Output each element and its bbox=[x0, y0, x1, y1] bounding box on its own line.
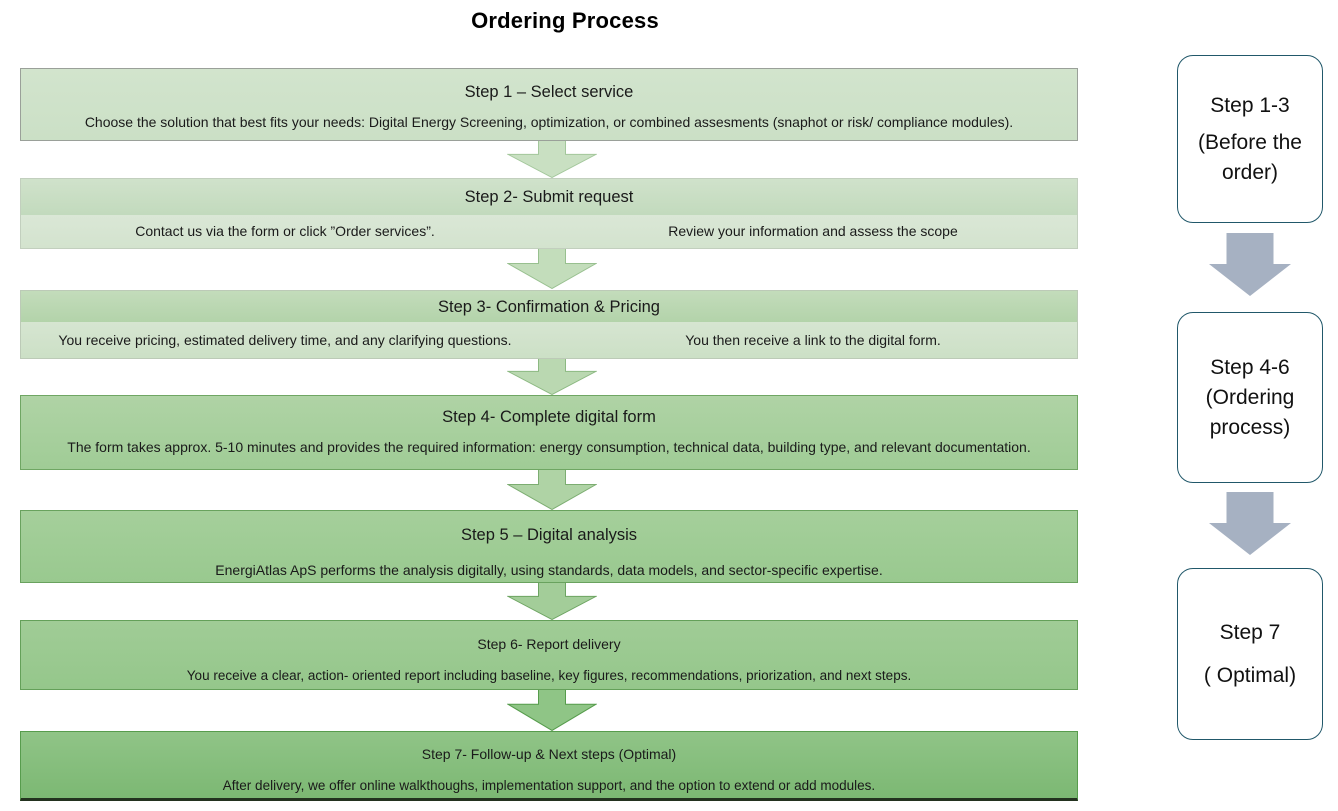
down-arrow-icon bbox=[1209, 492, 1291, 555]
step-3-box: Step 3- Confirmation & Pricing You recei… bbox=[20, 290, 1078, 359]
down-arrow-icon bbox=[507, 248, 597, 289]
step-4-title: Step 4- Complete digital form bbox=[442, 408, 656, 426]
step-5-title: Step 5 – Digital analysis bbox=[460, 526, 638, 544]
step-6-box: Step 6- Report delivery You receive a cl… bbox=[20, 620, 1078, 690]
step-2-title: Step 2- Submit request bbox=[464, 188, 634, 206]
step-7-body: After delivery, we offer online walkthou… bbox=[222, 778, 876, 793]
sidebar-group-step-7: Step 7 ( Optimal) bbox=[1177, 568, 1323, 740]
step-2-box: Step 2- Submit request Contact us via th… bbox=[20, 178, 1078, 249]
step-6-body: You receive a clear, action- oriented re… bbox=[186, 668, 912, 683]
down-arrow-icon bbox=[507, 140, 597, 178]
down-arrow-icon bbox=[507, 357, 597, 395]
group-label: Step 7 bbox=[1219, 620, 1281, 644]
sidebar-group-steps-1-3: Step 1-3 (Before the order) bbox=[1177, 55, 1323, 223]
step-6-title: Step 6- Report delivery bbox=[477, 636, 621, 652]
step-1-body: Choose the solution that best fits your … bbox=[84, 114, 1014, 130]
down-arrow-icon bbox=[507, 582, 597, 620]
step-1-title: Step 1 – Select service bbox=[464, 83, 634, 101]
step-1-box: Step 1 – Select service Choose the solut… bbox=[20, 68, 1078, 141]
group-sublabel: ( Optimal) bbox=[1203, 663, 1297, 687]
sidebar-group-steps-4-6: Step 4-6 (Ordering process) bbox=[1177, 312, 1323, 483]
step-3-left-cell: You receive pricing, estimated delivery … bbox=[58, 331, 512, 348]
step-3-title: Step 3- Confirmation & Pricing bbox=[438, 297, 660, 316]
group-sublabel: (Before the order) bbox=[1198, 130, 1302, 184]
step-4-body: The form takes approx. 5-10 minutes and … bbox=[67, 439, 1031, 455]
step-4-box: Step 4- Complete digital form The form t… bbox=[20, 395, 1078, 470]
page-title: Ordering Process bbox=[471, 8, 659, 33]
down-arrow-icon bbox=[507, 469, 597, 510]
step-3-right-cell: You then receive a link to the digital f… bbox=[685, 331, 941, 348]
group-label: Step 1-3 bbox=[1210, 93, 1290, 117]
down-arrow-icon bbox=[507, 688, 597, 731]
step-2-right-cell: Review your information and assess the s… bbox=[668, 223, 958, 239]
group-sublabel: (Ordering process) bbox=[1205, 385, 1295, 439]
down-arrow-icon bbox=[1209, 233, 1291, 296]
step-2-left-cell: Contact us via the form or click ”Order … bbox=[135, 223, 435, 239]
step-7-title: Step 7- Follow-up & Next steps (Optimal) bbox=[421, 746, 677, 762]
group-label: Step 4-6 bbox=[1210, 355, 1290, 379]
step-7-box: Step 7- Follow-up & Next steps (Optimal)… bbox=[20, 731, 1078, 801]
step-5-body: EnergiAtlas ApS performs the analysis di… bbox=[215, 562, 883, 578]
step-5-box: Step 5 – Digital analysis EnergiAtlas Ap… bbox=[20, 510, 1078, 583]
